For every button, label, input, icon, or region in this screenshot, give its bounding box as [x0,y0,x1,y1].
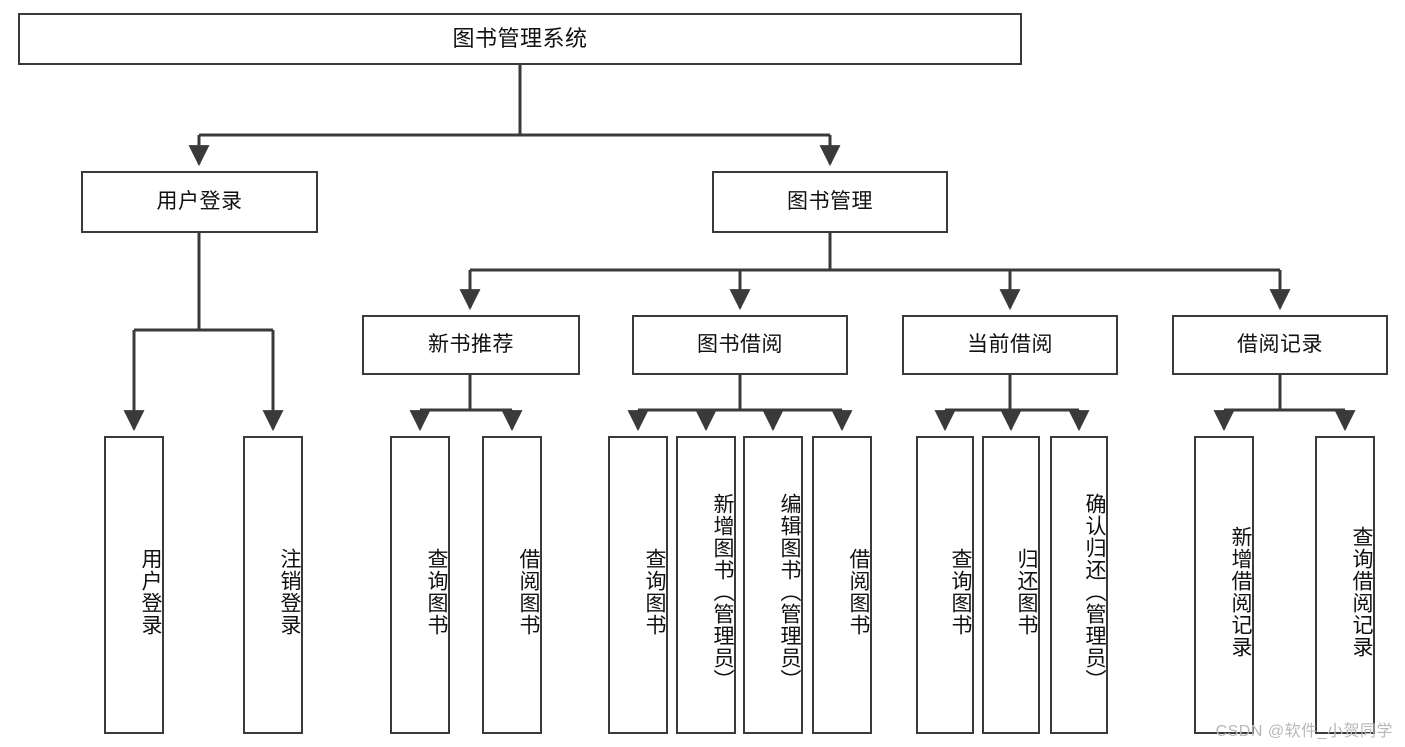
leaf-add-borrow-record[interactable]: 新增借阅记录 [1194,436,1254,734]
node-root[interactable]: 图书管理系统 [18,13,1022,65]
node-label: 查询图书 [949,548,972,636]
node-book-borrow[interactable]: 图书借阅 [632,315,848,375]
node-label: 新增图书（管理员） [711,493,734,691]
node-label: 编辑图书（管理员） [778,493,801,691]
leaf-query-book-recommend[interactable]: 查询图书 [390,436,450,734]
node-user-login[interactable]: 用户登录 [81,171,318,233]
leaf-borrow-book-recommend[interactable]: 借阅图书 [482,436,542,734]
leaf-return-book[interactable]: 归还图书 [982,436,1040,734]
leaf-confirm-return-admin[interactable]: 确认归还（管理员） [1050,436,1108,734]
watermark: CSDN @软件_小贺同学 [1215,723,1393,740]
node-label: 图书管理 [787,189,873,213]
node-current-borrow[interactable]: 当前借阅 [902,315,1118,375]
node-label: 查询图书 [425,548,448,636]
node-borrow-record[interactable]: 借阅记录 [1172,315,1388,375]
node-label: 新增借阅记录 [1229,526,1252,658]
node-label: 借阅记录 [1237,332,1323,356]
node-label: 注销登录 [278,548,301,636]
node-label: 归还图书 [1015,548,1038,636]
leaf-user-login[interactable]: 用户登录 [104,436,164,734]
node-label: 查询借阅记录 [1350,526,1373,658]
node-book-management[interactable]: 图书管理 [712,171,948,233]
node-label: 图书借阅 [697,332,783,356]
node-label: 用户登录 [156,189,243,213]
node-label: 当前借阅 [967,332,1053,356]
node-label: 用户登录 [139,548,162,636]
leaf-query-borrow-record[interactable]: 查询借阅记录 [1315,436,1375,734]
leaf-edit-book-admin[interactable]: 编辑图书（管理员） [743,436,803,734]
node-label: 新书推荐 [428,332,514,356]
node-label: 查询图书 [643,548,666,636]
leaf-logout[interactable]: 注销登录 [243,436,303,734]
leaf-query-book-current[interactable]: 查询图书 [916,436,974,734]
node-label: 借阅图书 [847,548,870,636]
node-new-book-recommend[interactable]: 新书推荐 [362,315,580,375]
node-label: 确认归还（管理员） [1083,493,1106,691]
node-label: 图书管理系统 [452,26,588,52]
leaf-borrow-book[interactable]: 借阅图书 [812,436,872,734]
leaf-query-book-borrow[interactable]: 查询图书 [608,436,668,734]
leaf-add-book-admin[interactable]: 新增图书（管理员） [676,436,736,734]
node-label: 借阅图书 [517,548,540,636]
